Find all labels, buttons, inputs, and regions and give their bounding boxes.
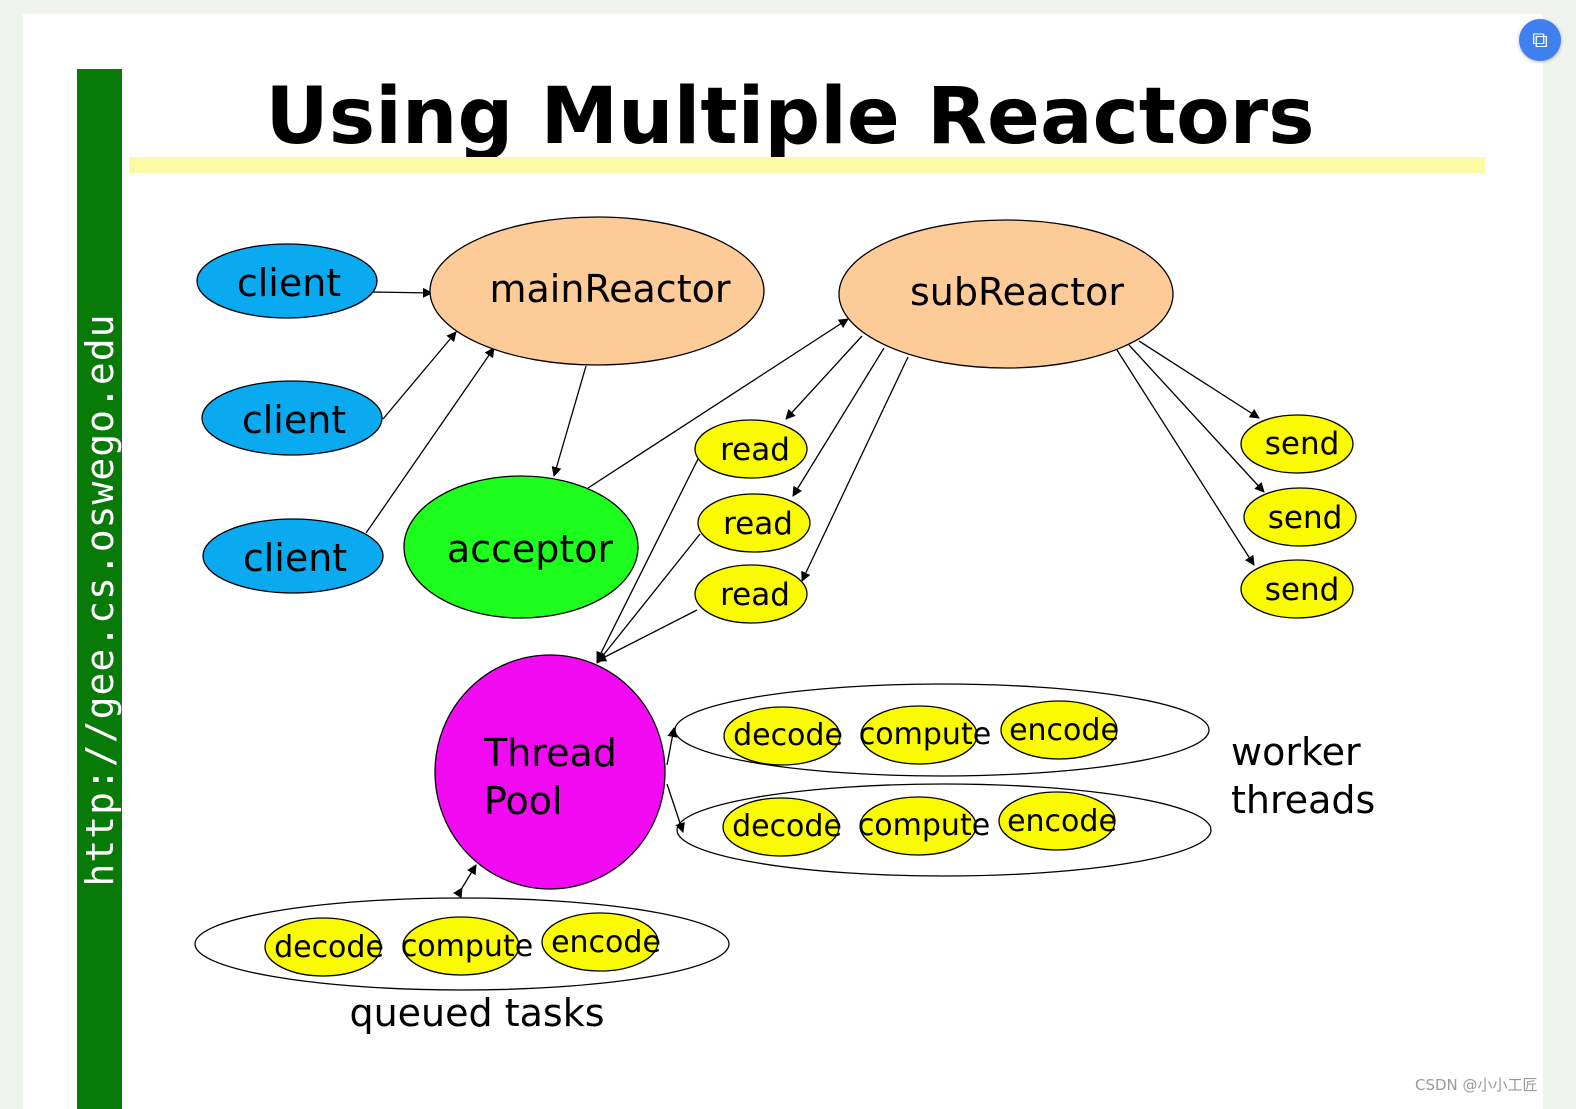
edge-main-acceptor <box>551 365 587 477</box>
screenshot-share-button[interactable]: ⧉ <box>1519 19 1561 61</box>
thread-pool-node: Thread Pool <box>434 654 666 890</box>
svg-text:client: client <box>242 398 346 442</box>
svg-text:read: read <box>720 577 790 613</box>
worker-threads-label: threads <box>1231 778 1375 822</box>
worker-thread-row: decode compute encode <box>674 683 1210 777</box>
task-encode: encode <box>1009 713 1119 748</box>
svg-text:send: send <box>1265 572 1340 608</box>
queued-tasks-label: queued tasks <box>349 991 604 1035</box>
edge-acceptor-sub <box>587 318 849 489</box>
screenshot-share-icon: ⧉ <box>1532 27 1548 53</box>
queued-task-row: decode compute encode <box>194 897 730 991</box>
svg-text:subReactor: subReactor <box>910 270 1124 314</box>
side-bar <box>77 69 122 1109</box>
acceptor-node: acceptor <box>403 475 639 619</box>
read-node: read <box>694 419 808 479</box>
task-decode: decode <box>274 930 384 965</box>
read-node: read <box>697 493 811 553</box>
edge-sub-send3 <box>1116 349 1255 566</box>
send-node: send <box>1240 414 1354 474</box>
edge-pool-worker2 <box>666 783 685 833</box>
svg-text:client: client <box>243 536 347 580</box>
edge-read3-pool <box>596 609 698 662</box>
svg-text:mainReactor: mainReactor <box>490 267 731 311</box>
edge-sub-read3 <box>801 356 909 582</box>
svg-text:read: read <box>720 432 790 468</box>
client-node: client <box>201 380 383 456</box>
watermark: CSDN @小小工匠 <box>1415 1076 1538 1094</box>
send-node: send <box>1240 559 1354 619</box>
svg-text:send: send <box>1268 500 1343 536</box>
edge-client1-main <box>371 287 433 298</box>
task-compute: compute <box>859 717 991 752</box>
worker-thread-row: decode compute encode <box>676 783 1212 877</box>
edge-client3-main <box>365 347 495 534</box>
task-decode: decode <box>732 809 842 844</box>
svg-text:read: read <box>723 506 793 542</box>
task-compute: compute <box>858 808 990 843</box>
main-reactor-node: mainReactor <box>429 216 765 366</box>
edge-sub-send2 <box>1128 344 1265 493</box>
edge-client2-main <box>382 331 457 420</box>
edge-read1-pool <box>596 458 699 662</box>
title-underline <box>129 157 1485 173</box>
edge-pool-worker1 <box>666 727 678 766</box>
svg-text:Thread: Thread <box>483 731 617 775</box>
slide-title: Using Multiple Reactors <box>265 72 1315 162</box>
task-encode: encode <box>1007 804 1117 839</box>
read-node: read <box>694 564 808 624</box>
client-node: client <box>196 243 378 319</box>
task-compute: compute <box>401 929 533 964</box>
edge-read2-pool <box>596 533 701 664</box>
svg-text:acceptor: acceptor <box>447 527 614 571</box>
edge-sub-read2 <box>792 347 885 497</box>
svg-text:Pool: Pool <box>484 779 563 823</box>
svg-text:send: send <box>1265 426 1340 462</box>
sub-reactor-node: subReactor <box>838 219 1174 369</box>
worker-threads-label: worker <box>1231 730 1361 774</box>
task-decode: decode <box>733 718 843 753</box>
client-node: client <box>202 518 384 594</box>
send-node: send <box>1243 487 1357 547</box>
task-encode: encode <box>551 925 661 960</box>
edge-pool-queue <box>453 864 477 899</box>
edge-sub-read1 <box>785 335 863 420</box>
edges <box>365 287 1265 899</box>
edge-sub-send1 <box>1138 340 1260 419</box>
svg-text:client: client <box>237 261 341 305</box>
